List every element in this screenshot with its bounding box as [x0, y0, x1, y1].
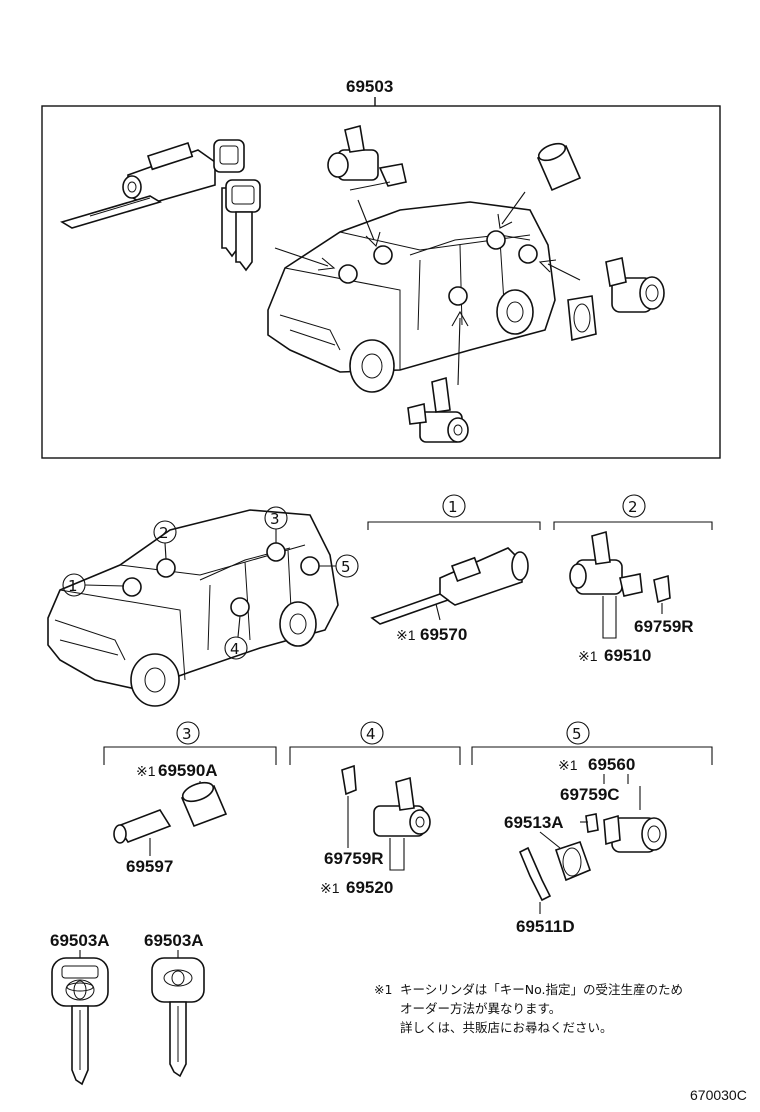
group-3-label[interactable]: 3: [182, 725, 192, 743]
group-2: 2 69759R ※1 69510: [553, 494, 713, 665]
callout-5[interactable]: 5: [341, 558, 351, 576]
group-4: 4 69759R ※1 69520: [289, 721, 461, 897]
part-69590A[interactable]: 69590A: [158, 761, 218, 780]
cylinder-sleeve-drawing: [536, 142, 582, 192]
group-2-mark: ※1: [578, 648, 598, 664]
figure-code: 670030C: [690, 1087, 747, 1103]
order-note: ※1 キーシリンダは「キーNo.指定」の受注生産のため オーダー方法が異なります…: [374, 982, 683, 1035]
note-line-3: 詳しくは、共販店にお尋ねください。: [400, 1020, 613, 1035]
group-1-label[interactable]: 1: [448, 498, 458, 516]
door-lock-lower-drawing: [407, 376, 469, 443]
callout-3[interactable]: 3: [270, 510, 280, 528]
group-2-label[interactable]: 2: [628, 498, 638, 516]
part-69570[interactable]: 69570: [420, 625, 467, 644]
part-69513A[interactable]: 69513A: [504, 813, 564, 832]
vehicle-top-drawing: [267, 201, 556, 393]
group-4-mark: ※1: [320, 880, 340, 896]
group-1: 1 ※1 69570: [367, 494, 541, 644]
back-door-lock-drawing: [567, 257, 665, 342]
key-pair-drawing: [213, 139, 261, 272]
part-69597[interactable]: 69597: [126, 857, 173, 876]
group-1-mark: ※1: [396, 627, 416, 643]
group-3-mark: ※1: [136, 763, 156, 779]
group-4-label[interactable]: 4: [366, 725, 376, 743]
note-line-2: オーダー方法が異なります。: [400, 1001, 561, 1016]
key-2: 69503A: [144, 931, 205, 1078]
location-arrows: [274, 191, 581, 386]
key-1: 69503A: [50, 931, 110, 1086]
part-69510[interactable]: 69510: [604, 646, 651, 665]
note-mark: ※1: [374, 982, 392, 997]
location-callouts: 1 2 3 4 5: [62, 506, 359, 660]
part-69759R-b[interactable]: 69759R: [324, 849, 384, 868]
ignition-cylinder-drawing: [60, 142, 216, 229]
part-69759R-a[interactable]: 69759R: [634, 617, 694, 636]
part-69511D[interactable]: 69511D: [516, 917, 575, 936]
door-lock-top-drawing: [327, 125, 407, 191]
callout-1[interactable]: 1: [68, 577, 78, 595]
top-assembly-part-number[interactable]: 69503: [346, 77, 393, 96]
group-5-label[interactable]: 5: [572, 725, 582, 743]
part-69759C[interactable]: 69759C: [560, 785, 620, 804]
note-line-1: キーシリンダは「キーNo.指定」の受注生産のため: [400, 982, 683, 997]
vehicle-location-drawing: [47, 509, 339, 707]
part-69560[interactable]: 69560: [588, 755, 635, 774]
key-2-part-number[interactable]: 69503A: [144, 931, 204, 950]
part-69520[interactable]: 69520: [346, 878, 393, 897]
key-1-part-number[interactable]: 69503A: [50, 931, 110, 950]
group-3: 3 ※1 69590A 69597: [103, 721, 277, 876]
group-5-mark: ※1: [558, 757, 578, 773]
group-5: 5 ※1 69560 69759C 69513A 69511D: [471, 721, 713, 936]
callout-2[interactable]: 2: [159, 524, 169, 542]
callout-4[interactable]: 4: [230, 640, 240, 658]
top-assembly-frame: [41, 105, 721, 459]
